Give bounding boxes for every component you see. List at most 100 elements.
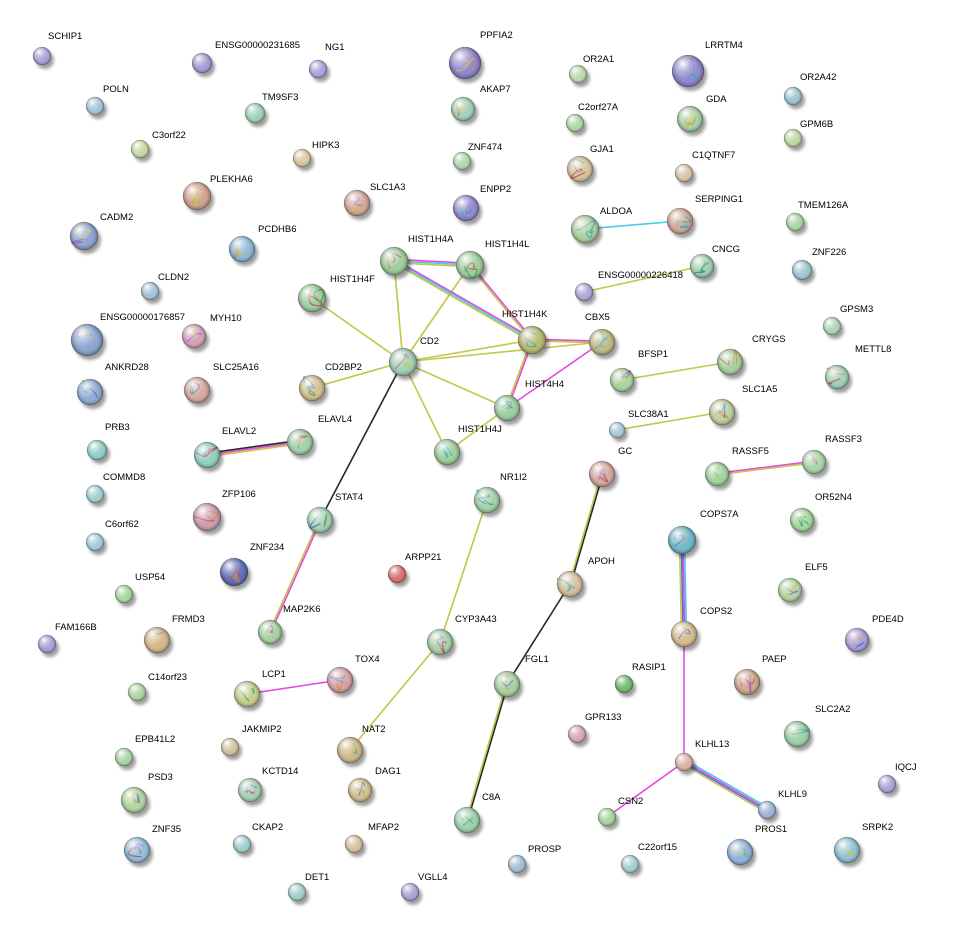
node-PRB3[interactable] bbox=[86, 439, 108, 461]
node-C3orf22[interactable] bbox=[130, 139, 150, 159]
node-MYH10[interactable] bbox=[181, 323, 207, 349]
node-ELAVL2[interactable] bbox=[193, 441, 221, 469]
node-GDA[interactable] bbox=[676, 105, 704, 133]
node-MFAP2[interactable] bbox=[344, 834, 364, 854]
node-SLC2A2[interactable] bbox=[783, 720, 811, 748]
node-PCDHB6[interactable] bbox=[228, 235, 256, 263]
node-HIST1H4K[interactable] bbox=[517, 325, 547, 355]
node-OR2A1[interactable] bbox=[568, 64, 588, 84]
edge-BFSP1-CRYGS-textmining[interactable] bbox=[621, 361, 731, 381]
node-ANKRD28[interactable] bbox=[76, 378, 104, 406]
edge-STAT4-MAP2K6-experiments[interactable] bbox=[269, 519, 322, 634]
node-SLC1A5[interactable] bbox=[708, 398, 736, 426]
node-GPR133[interactable] bbox=[567, 724, 587, 744]
edge-ELAVL2-ELAVL4-coexpression[interactable] bbox=[206, 439, 301, 455]
node-HIST1H4F[interactable] bbox=[297, 283, 327, 313]
node-PAEP[interactable] bbox=[733, 668, 761, 696]
node-C8A[interactable] bbox=[453, 806, 481, 834]
node-ARPP21[interactable] bbox=[387, 564, 407, 584]
node-MAP2K6[interactable] bbox=[257, 619, 283, 645]
node-PROSP[interactable] bbox=[507, 854, 527, 874]
node-KLHL13[interactable] bbox=[674, 752, 694, 772]
node-ZFP106[interactable] bbox=[192, 502, 222, 532]
node-FGL1[interactable] bbox=[493, 670, 521, 698]
node-HIST1H4J[interactable] bbox=[433, 438, 461, 466]
node-C22orf15[interactable] bbox=[620, 854, 640, 874]
node-STAT4[interactable] bbox=[306, 506, 334, 534]
node-ZNF234[interactable] bbox=[219, 557, 249, 587]
edge-CD2-HIST1H4K-textmining[interactable] bbox=[402, 339, 533, 363]
node-ELAVL4[interactable] bbox=[286, 428, 314, 456]
node-CNCG[interactable] bbox=[689, 253, 715, 279]
node-PLEKHA6[interactable] bbox=[182, 181, 212, 211]
node-OR2A42[interactable] bbox=[783, 86, 803, 106]
edge-STAT4-MAP2K6-textmining[interactable] bbox=[268, 518, 321, 633]
node-FRMD3[interactable] bbox=[143, 626, 171, 654]
node-METTL8[interactable] bbox=[824, 364, 850, 390]
node-NAT2[interactable] bbox=[336, 736, 364, 764]
node-ENSG00000226418[interactable] bbox=[574, 282, 594, 302]
edge-KLHL13-KLHL9-databases[interactable] bbox=[684, 758, 770, 809]
node-FAM166B[interactable] bbox=[37, 634, 57, 654]
node-POLN[interactable] bbox=[85, 96, 105, 116]
node-CD2BP2[interactable] bbox=[298, 374, 326, 402]
node-VGLL4[interactable] bbox=[400, 882, 420, 902]
node-GPSM3[interactable] bbox=[822, 316, 842, 336]
node-ENSG00000231685[interactable] bbox=[191, 52, 213, 74]
node-SLC38A1[interactable] bbox=[608, 421, 626, 439]
edge-ELAVL2-ELAVL4-experiments[interactable] bbox=[206, 441, 301, 456]
node-GJA1[interactable] bbox=[566, 155, 594, 183]
edge-CD2-CD2BP2-textmining[interactable] bbox=[311, 361, 404, 389]
edge-ENSG00000226418-CNCG-textmining[interactable] bbox=[583, 265, 703, 293]
node-GPM6B[interactable] bbox=[783, 128, 803, 148]
edge-NR1I2-CYP3A43-textmining[interactable] bbox=[439, 499, 488, 643]
edge-RASSF5-RASSF3-experiments[interactable] bbox=[716, 460, 815, 475]
node-CYP3A43[interactable] bbox=[426, 628, 454, 656]
node-CD2[interactable] bbox=[388, 347, 418, 377]
node-ELF5[interactable] bbox=[777, 577, 803, 603]
node-SCHIP1[interactable] bbox=[32, 46, 52, 66]
node-LRRTM4[interactable] bbox=[671, 54, 705, 88]
node-NR1I2[interactable] bbox=[473, 486, 501, 514]
edge-SLC38A1-SLC1A5-textmining[interactable] bbox=[616, 411, 723, 431]
node-APOH[interactable] bbox=[556, 570, 584, 598]
edge-GC-APOH-coexpression[interactable] bbox=[569, 473, 604, 586]
node-CSN2[interactable] bbox=[597, 807, 617, 827]
node-RASSF3[interactable] bbox=[801, 449, 827, 475]
edge-FGL1-C8A-textmining[interactable] bbox=[465, 682, 508, 821]
node-USP54[interactable] bbox=[114, 584, 134, 604]
node-HIST1H4A[interactable] bbox=[379, 246, 409, 276]
node-HIPK3[interactable] bbox=[292, 148, 312, 168]
node-TMEM126A[interactable] bbox=[785, 212, 805, 232]
node-GC[interactable] bbox=[588, 460, 616, 488]
node-JAKMIP2[interactable] bbox=[220, 737, 240, 757]
node-ENSG00000176857[interactable] bbox=[70, 323, 104, 357]
node-SLC25A16[interactable] bbox=[183, 376, 211, 404]
node-DET1[interactable] bbox=[287, 882, 307, 902]
node-TOX4[interactable] bbox=[326, 666, 354, 694]
node-PSD3[interactable] bbox=[120, 786, 148, 814]
edge-RASSF5-RASSF3-textmining[interactable] bbox=[716, 461, 815, 476]
node-SRPK2[interactable] bbox=[833, 836, 861, 864]
edge-GC-APOH-textmining[interactable] bbox=[568, 472, 603, 585]
node-OR52N4[interactable] bbox=[789, 507, 815, 533]
node-BFSP1[interactable] bbox=[609, 367, 635, 393]
edge-CD2-CBX5-textmining[interactable] bbox=[402, 341, 603, 363]
edge-HIST1H4A-HIST1H4K-textmining[interactable] bbox=[392, 261, 533, 343]
node-SLC1A3[interactable] bbox=[343, 189, 371, 217]
edge-CYP3A43-NAT2-textmining[interactable] bbox=[349, 641, 441, 751]
node-NG1[interactable] bbox=[308, 59, 328, 79]
node-RASIP1[interactable] bbox=[614, 674, 634, 694]
edge-CD2-STAT4-coexpression[interactable] bbox=[319, 361, 404, 521]
node-DAG1[interactable] bbox=[347, 777, 373, 803]
edge-KLHL13-KLHL9-textmining[interactable] bbox=[681, 763, 767, 814]
node-COMMD8[interactable] bbox=[85, 484, 105, 504]
node-PDE4D[interactable] bbox=[844, 627, 870, 653]
node-CLDN2[interactable] bbox=[140, 281, 160, 301]
node-C1QTNF7[interactable] bbox=[674, 163, 694, 183]
node-HIST1H4L[interactable] bbox=[455, 250, 485, 280]
node-LCP1[interactable] bbox=[233, 680, 261, 708]
node-KLHL9[interactable] bbox=[757, 800, 777, 820]
node-COPS2[interactable] bbox=[670, 620, 698, 648]
